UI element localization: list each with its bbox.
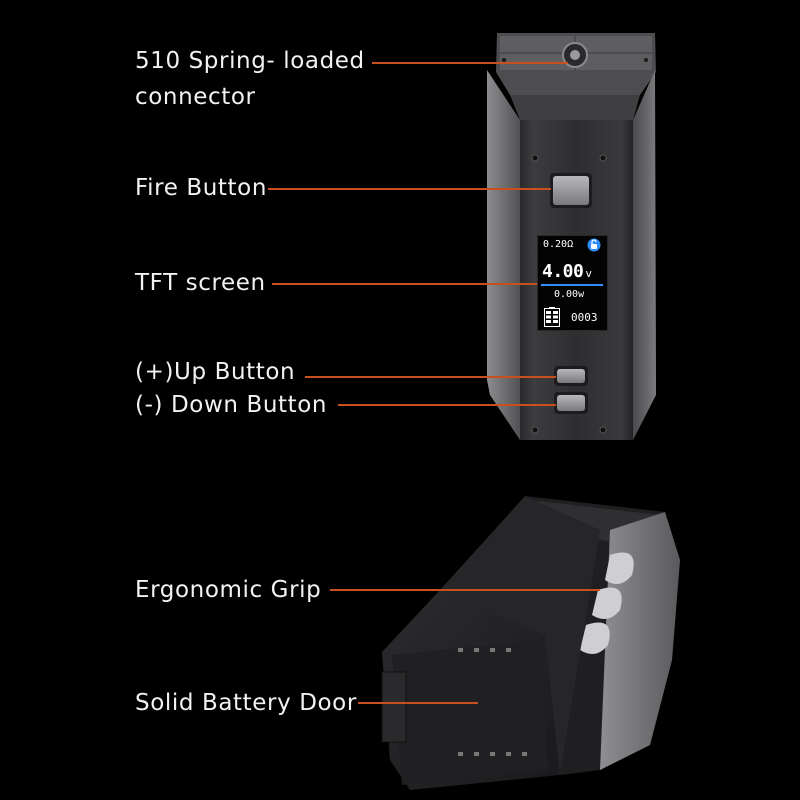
connector-label-line1: 510 Spring- loaded	[135, 48, 365, 74]
battery-door-label: Solid Battery Door	[135, 690, 357, 716]
battery-icon	[544, 307, 560, 327]
fire-button-shape	[553, 176, 589, 205]
lock-icon	[587, 238, 601, 252]
connector-leader-line	[372, 62, 568, 64]
down-button-label: (-) Down Button	[135, 392, 328, 418]
battery-door-leader-line	[358, 702, 478, 704]
voltage-value: 4.00	[542, 261, 584, 282]
puff-counter: 0003	[571, 311, 598, 324]
up-button-leader-line	[305, 376, 556, 378]
wattage-readout: 0.00w	[554, 289, 585, 300]
screen-separator	[541, 284, 603, 286]
device-side-view	[381, 496, 680, 790]
tft-screen-leader-line	[272, 283, 540, 285]
down-button-shape	[557, 395, 585, 411]
down-button-leader-line	[338, 404, 556, 406]
connector-label-line2: connector	[135, 84, 256, 110]
tft-screen-label: TFT screen	[135, 270, 266, 296]
fire-button-leader-line	[268, 188, 551, 190]
up-button-label: (+)Up Button	[135, 359, 296, 385]
resistance-readout: 0.20Ω	[543, 239, 574, 250]
fire-button-label: Fire Button	[135, 175, 267, 201]
voltage-unit: v	[585, 267, 592, 280]
up-button-shape	[557, 369, 585, 383]
ergonomic-grip-label: Ergonomic Grip	[135, 577, 322, 603]
ergonomic-grip-leader-line	[330, 589, 600, 591]
